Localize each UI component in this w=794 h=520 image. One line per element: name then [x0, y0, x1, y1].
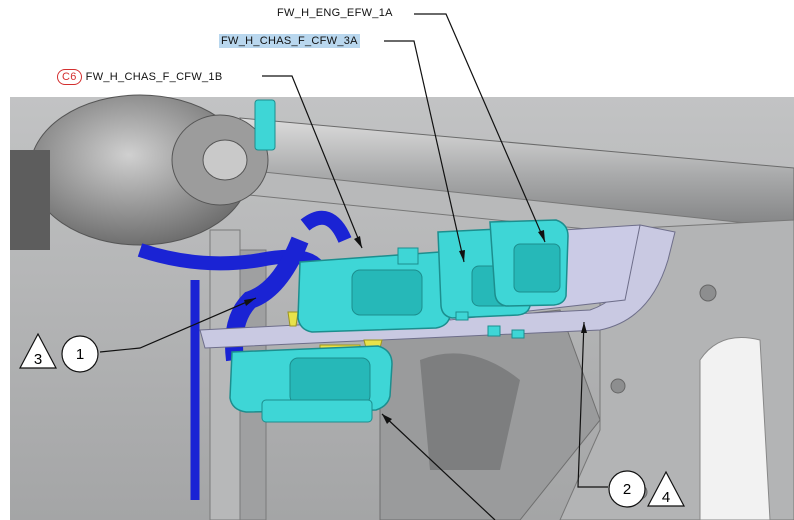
leader-line-chas-f-cfw-1b [262, 75, 363, 249]
callout-3-text: 3 [34, 351, 42, 368]
label-fw-h-eng-efw-1a: FW_H_ENG_EFW_1A [277, 7, 393, 19]
callout-4-text: 4 [662, 489, 670, 506]
arrowhead [382, 414, 392, 424]
callout-circle-2: 2 [608, 470, 646, 508]
frame-hole [610, 378, 626, 394]
callout-2-text: 2 [623, 481, 631, 498]
leader-line-eng-efw-1a [414, 13, 546, 243]
arrowhead [538, 230, 545, 242]
callout-triangle-3: 3 [19, 332, 57, 369]
connector-fw-h-chas-f-cfw-1b [297, 247, 453, 333]
leader-line-chas-f-cfw-3a [384, 40, 465, 263]
arrowhead [459, 250, 465, 262]
motor-connector [254, 99, 276, 151]
callout-triangle-4: 4 [647, 470, 685, 507]
motor-housing [10, 150, 50, 250]
connector-lower [229, 345, 393, 423]
arrowhead [581, 322, 587, 333]
c6-badge: C6 [57, 69, 82, 85]
arrowhead [354, 236, 362, 248]
leader-line-1 [99, 297, 257, 353]
label-fw-h-chas-f-cfw-3a: FW_H_CHAS_F_CFW_3A [219, 34, 360, 48]
bracket-clips [455, 311, 525, 339]
arrowhead [244, 298, 256, 306]
frame-inner-shadow [420, 353, 520, 470]
callout-1-text: 1 [76, 346, 84, 363]
leader-line-2 [577, 321, 608, 488]
wire-harness [137, 243, 327, 274]
frame-hole [699, 284, 717, 302]
connector-fw-h-eng-efw-1a [489, 219, 569, 307]
leader-line-lower [381, 413, 496, 520]
wire-harness [300, 210, 352, 244]
motor-hub [202, 139, 248, 181]
callout-circle-1: 1 [61, 335, 99, 373]
frame-slot [699, 337, 771, 520]
